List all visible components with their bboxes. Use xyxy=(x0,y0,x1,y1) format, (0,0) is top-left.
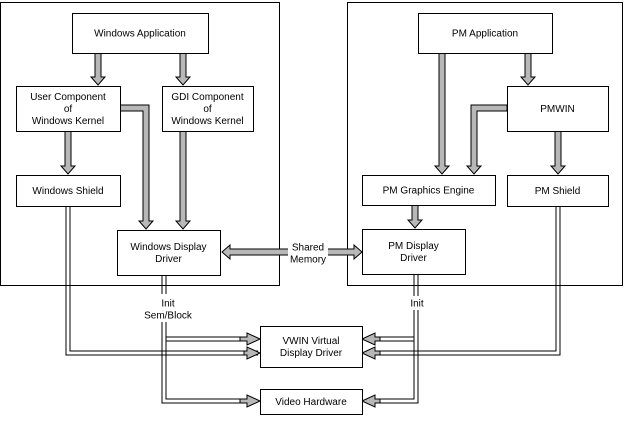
box-pmwin-label: PMWIN xyxy=(540,104,574,115)
box-pm-shield xyxy=(507,175,609,207)
label-init-pm: Init xyxy=(410,299,424,310)
arrow-pmwin-to-pmshield xyxy=(549,130,567,175)
box-gdi-component xyxy=(162,86,254,132)
box-windows-shield xyxy=(16,175,121,207)
box-pm-shield-label: PM Shield xyxy=(535,186,581,197)
arrowhead-pmdisplay-vwin xyxy=(360,332,381,346)
init-left-label-bg xyxy=(142,294,194,322)
line-pmdisplay-video-a xyxy=(376,275,415,400)
arrow-pmapp-to-engine xyxy=(433,52,451,175)
box-pm-display-driver xyxy=(362,229,466,275)
box-vwin-virtual-display-driver xyxy=(260,326,363,368)
line-winshield-vwin-b xyxy=(69,206,258,352)
line-pmshield-vwin-b xyxy=(376,206,561,356)
shared-memory-label-bg xyxy=(288,239,328,267)
arrow-engine-to-pmdisplay xyxy=(406,204,424,229)
arrowhead-windisplay-vwin xyxy=(239,332,262,346)
arrowhead-pmdisplay-video xyxy=(360,394,381,408)
arrow-pmapp-to-pmwin xyxy=(519,52,537,86)
arrow-winapp-to-user xyxy=(89,52,107,86)
box-pm-application xyxy=(418,13,553,54)
box-windows-display-driver xyxy=(117,230,221,276)
line-pmdisplay-video-b xyxy=(376,275,419,404)
init-right-label-bg xyxy=(406,296,428,310)
windows-frame xyxy=(0,2,280,286)
box-pm-graphics-engine-label: PM Graphics Engine xyxy=(383,186,475,197)
box-pmwin xyxy=(507,86,609,132)
box-user-component xyxy=(16,86,121,132)
arrowhead-winshield-vwin xyxy=(243,346,262,360)
box-windows-application xyxy=(72,13,209,54)
arrow-winapp-to-gdi xyxy=(174,52,192,86)
pm-frame xyxy=(347,2,623,286)
box-video-hardware-label: Video Hardware xyxy=(275,397,347,408)
arrow-user-to-windisplay xyxy=(119,104,155,230)
arrowhead-pmshield-vwin xyxy=(360,346,381,360)
box-pm-graphics-engine xyxy=(362,175,496,206)
box-windows-application-label: Windows Application xyxy=(94,29,186,40)
box-video-hardware xyxy=(260,389,363,415)
arrowhead-windisplay-video xyxy=(239,394,262,408)
arrow-pmwin-to-engine xyxy=(465,104,508,175)
box-pm-application-label: PM Application xyxy=(452,29,518,40)
line-pmshield-vwin-a xyxy=(376,206,557,352)
arrow-gdi-to-windisplay xyxy=(174,130,192,230)
arrow-user-to-shield xyxy=(59,130,77,175)
box-windows-shield-label: Windows Shield xyxy=(32,186,103,197)
line-winshield-vwin-a xyxy=(65,206,258,356)
